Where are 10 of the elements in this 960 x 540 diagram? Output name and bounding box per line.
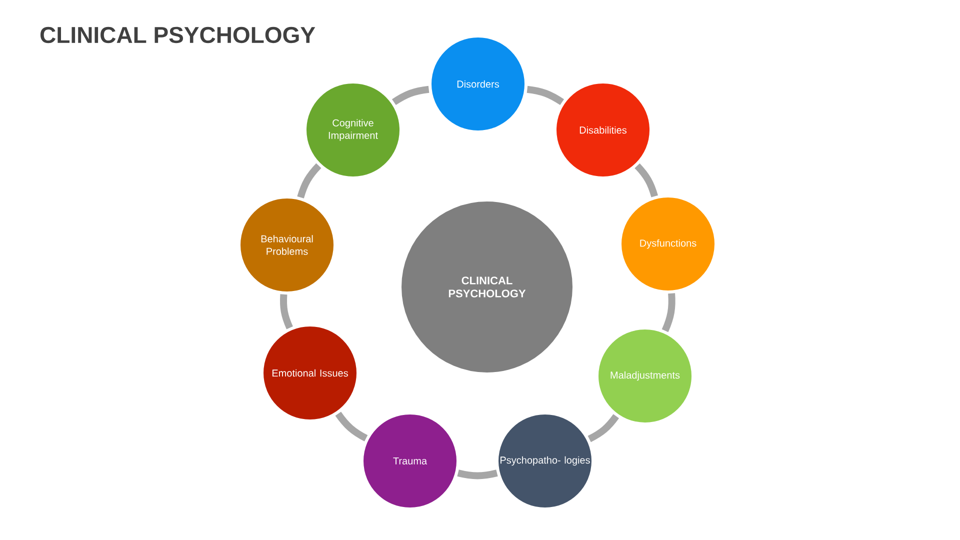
ring-segment (526, 86, 564, 106)
ring-segment (297, 163, 322, 198)
ring-segment (634, 163, 658, 198)
ring-segment (335, 412, 368, 442)
ring-segment (457, 470, 498, 480)
ring-segment (392, 86, 430, 106)
ring-segment (280, 294, 293, 330)
title: CLINICAL PSYCHOLOGY (40, 26, 316, 44)
ring-segment (588, 414, 619, 442)
ring-segment (662, 293, 676, 332)
